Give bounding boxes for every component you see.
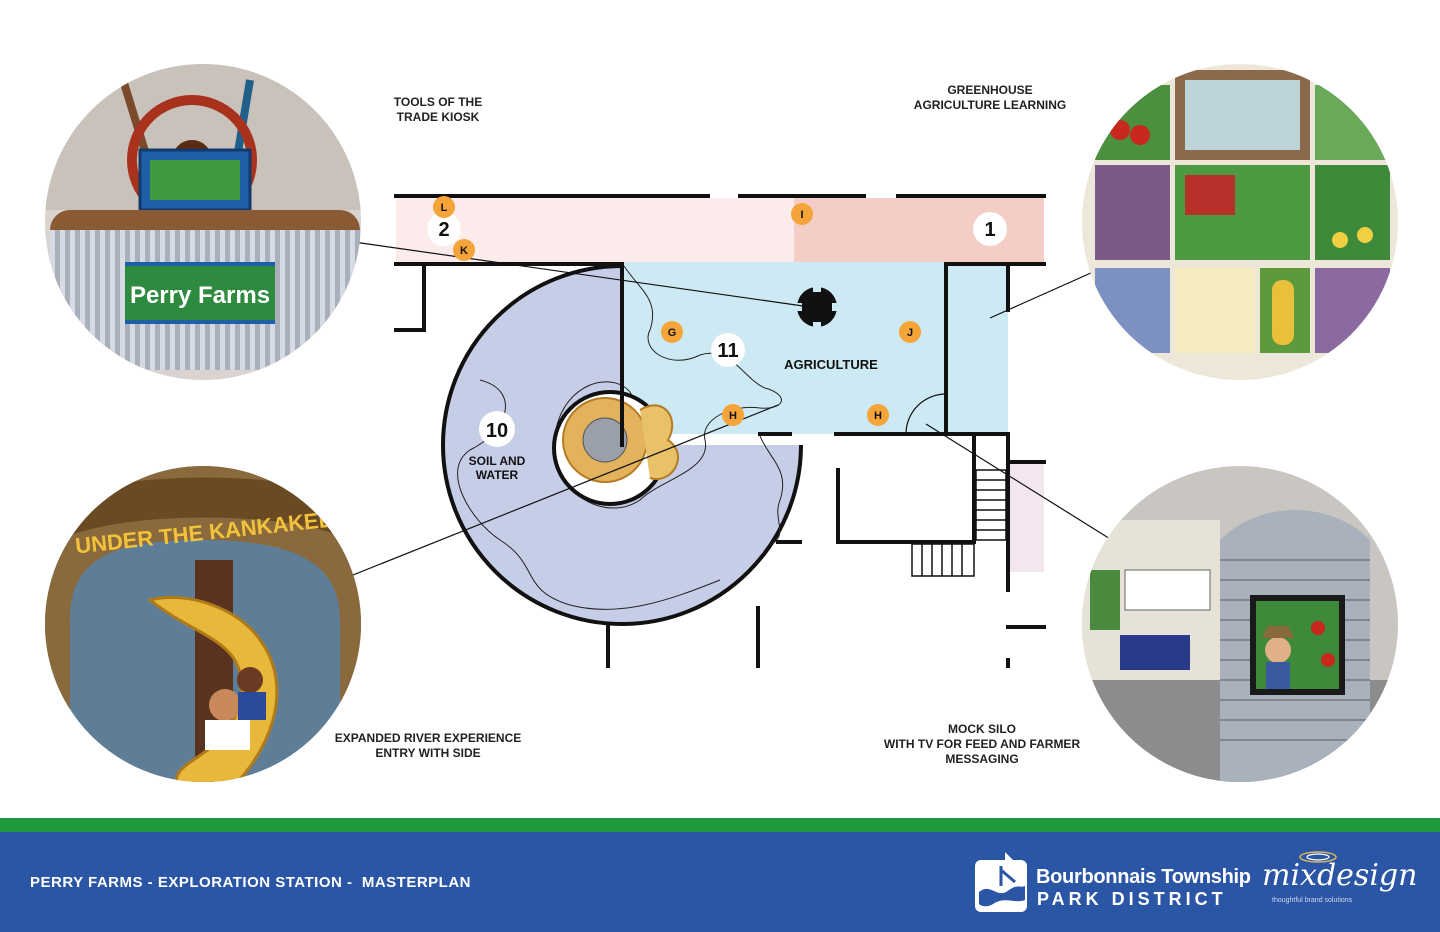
slide-top (582, 417, 628, 463)
slide-chute (639, 404, 679, 481)
illustration-greenhouse (1082, 64, 1398, 380)
zone-label-soil-water-1: SOIL AND (469, 454, 526, 468)
soil-water-wall (441, 264, 803, 626)
illustration-mock-silo (1082, 466, 1398, 782)
agriculture-annex (946, 262, 1008, 434)
kiosk-sign-text: Perry Farms (130, 282, 270, 309)
footer-title: PERRY FARMS - EXPLORATION STATION - MAST… (30, 874, 472, 891)
marker-K: K (460, 245, 468, 257)
footer-bar: PERRY FARMS - EXPLORATION STATION - MAST… (0, 832, 1440, 932)
marker-H-1: H (729, 410, 737, 422)
zone-number-1: 1 (984, 219, 995, 241)
zone-label-soil-water-2: WATER (476, 468, 519, 482)
marker-J: J (907, 327, 913, 339)
floor-plan: 2 1 10 11 AGRICULTURE SOIL AND WATER L K… (45, 64, 1398, 782)
mixdesign-swirl-icon (1299, 851, 1337, 863)
org-name-line2: PARK DISTRICT (1037, 889, 1227, 909)
silo-icon (794, 284, 840, 330)
zone-number-badges (427, 212, 1007, 447)
stairs-bottom (911, 543, 975, 577)
illustration-under-the-kankakee: UNDER THE KANKAKEE (45, 466, 361, 782)
park-district-logo-icon (975, 852, 1027, 912)
stairs-right (975, 469, 1007, 541)
zone-number-2: 2 (438, 219, 449, 241)
callout-silo: MOCK SILO WITH TV FOR FEED AND FARMER ME… (883, 722, 1081, 766)
designer-logo: mixdesign (1262, 858, 1418, 893)
marker-I: I (800, 209, 803, 221)
door-swing (905, 393, 947, 435)
side-pink-zone (1010, 462, 1044, 572)
river-contour-right (759, 435, 784, 546)
zone-number-10: 10 (486, 420, 508, 442)
callout-river: EXPANDED RIVER EXPERIENCE ENTRY WITH SID… (334, 731, 522, 760)
marker-H-2: H (874, 410, 882, 422)
walls (394, 194, 1046, 668)
callout-tools-kiosk: TOOLS OF THE TRADE KIOSK (393, 95, 483, 124)
agriculture-zone (622, 262, 946, 434)
marker-L: L (441, 202, 448, 214)
footer-green-stripe (0, 818, 1440, 832)
illustration-tools-kiosk: Perry Farms (45, 64, 361, 380)
markers (433, 196, 921, 426)
org-name-line1: Bourbonnais Township (1036, 866, 1251, 888)
callout-greenhouse: GREENHOUSE AGRICULTURE LEARNING (913, 83, 1067, 112)
zone-number-11: 11 (717, 340, 738, 362)
marker-G: G (668, 327, 677, 339)
designer-tagline: thoughtful brand solutions (1272, 897, 1353, 904)
zone-label-agriculture: AGRICULTURE (784, 357, 878, 372)
